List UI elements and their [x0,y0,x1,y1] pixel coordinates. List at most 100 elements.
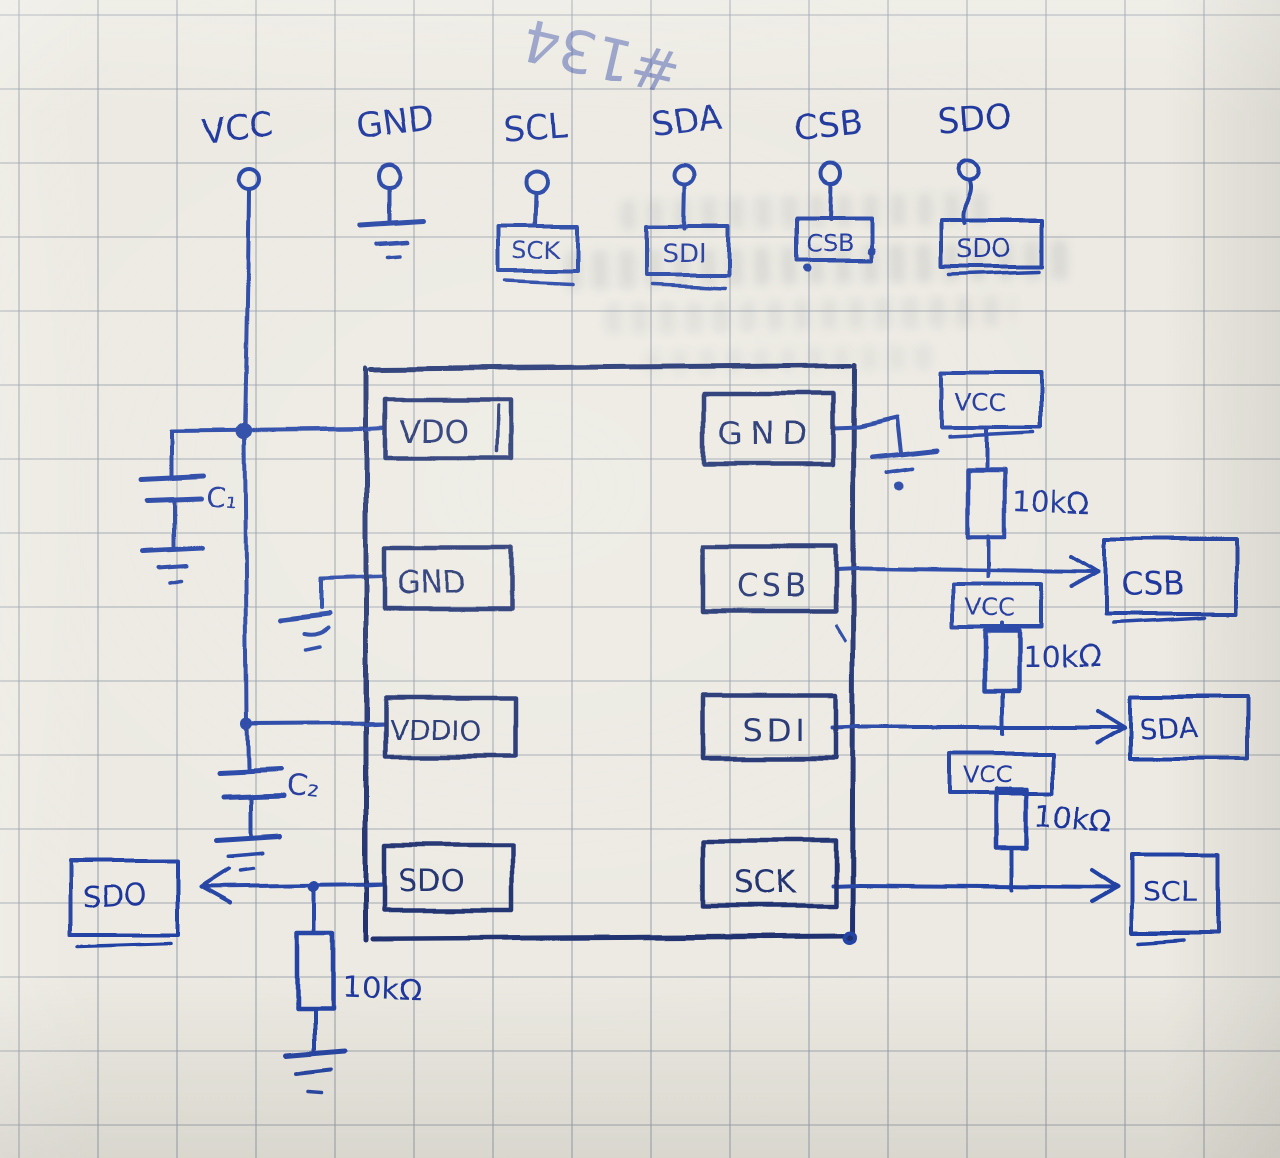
terminal-label-sda: SDA [650,98,724,145]
schematic-labels: VCC GND SCL SDA CSB SDO SCK SDI CSB SDO … [83,97,1199,1008]
vcc-rail-box [940,370,1043,429]
pin-box-vdo [382,396,515,462]
pencil-note-text: #134 [516,5,687,107]
ground-bar [157,564,188,570]
vcc-rail-label: VCC [965,593,1015,621]
resistor-body-csb-pullup [964,467,1008,540]
box-underline [947,269,1040,276]
ground-symbol [140,545,205,585]
resistor-body-sda-pullup [982,627,1022,694]
capacitor-plate [216,767,284,776]
vdo-supply-wire [170,427,368,433]
net-label-box-csb [795,216,873,262]
gnd-pin-wire [318,575,386,581]
ground-bar [283,1048,347,1059]
stray-mark [867,247,875,255]
pin-stub [364,427,387,432]
resistor-value-sda: 10kΩ [1023,640,1101,675]
capacitor-label-c1: C₁ [204,479,238,515]
pin-box-vddio [382,694,519,760]
pin-box-sdo-left [382,842,515,913]
pin-stub [831,425,861,430]
net-label-box-csb-out [1103,537,1238,616]
sdo-terminal-circle [957,158,981,182]
capacitor-c2 [216,767,286,836]
net-box-label-sdo: SDO [956,233,1011,262]
pin-label-sdo-left: SDO [399,864,465,899]
pin-label-gnd-left: GND [397,566,466,601]
box-underline [948,430,1036,438]
pin-stub [364,883,387,888]
ground-bar [870,447,940,460]
capacitor-plate [220,793,286,801]
ic-body-outline [363,361,857,943]
resistor-body-sdo-pulldown [294,930,336,1012]
vcc-rail-box [951,583,1043,628]
ground-symbol [358,217,426,259]
ic-pin-boxes [382,390,839,913]
ground-bar [302,627,330,638]
csb-terminal-circle [819,162,843,186]
scl-terminal-wire [533,191,538,229]
box-underline [1111,616,1206,625]
terminal-label-vcc: VCC [200,105,275,152]
pin-box-gnd-left [382,544,515,612]
stray-mark [803,264,811,272]
ground-bar [277,612,331,624]
ic-edge-top [368,362,853,372]
vcc-rail-wire [243,188,251,770]
vcc-rail-label: VCC [963,761,1013,789]
ground-symbol [870,447,940,492]
ground-bar [295,1068,334,1076]
ground-symbol [277,612,331,653]
net-label-box-scl-out [1130,852,1220,935]
net-label-box-sck [497,225,579,273]
sda-terminal-circle [674,162,698,186]
pin-box-sdi [700,692,839,761]
net-label-box-sdo-out [68,859,180,937]
pin-label-sdi: SDI [743,713,808,749]
pin-label-sck: SCK [734,864,796,900]
net-label-box-sdo [939,219,1043,268]
box-underline [651,283,728,290]
terminal-label-csb: CSB [793,102,865,149]
junction-dot [843,931,857,945]
pin-stub [364,720,387,725]
schematic-linework [68,158,1250,1095]
resistor-value-sdo: 10kΩ [343,970,423,1008]
box-underline [76,942,172,949]
csb-terminal-wire [828,182,833,221]
output-net-label-scl: SCL [1143,875,1196,908]
box-underline [503,279,574,286]
ground-bar [304,646,322,653]
pin-label-gnd-right: GND [718,414,815,452]
vddio-supply-wire [246,720,386,725]
stray-mark [834,624,847,643]
ground-bar [214,833,284,843]
pin-label-vddio: VDDIO [391,716,480,747]
gnd-terminal-circle [377,164,403,190]
csb-net-wire [857,567,1098,574]
pin-box-sck [700,838,839,909]
ground-bar [358,217,426,227]
box-underline [1137,938,1186,945]
net-box-label-csb: CSB [806,229,854,257]
sda-terminal-wire [683,182,688,231]
net-box-label-sdi: SDI [662,239,706,269]
scl-net-wire [857,883,1118,889]
vcc-terminal-circle [237,167,261,191]
arrow-left-icon [199,867,232,905]
pin-label-vdo: VDO [399,415,468,451]
resistor-body-scl-pullup [993,785,1030,852]
ground-symbol [214,833,284,873]
ground-bar [140,545,205,554]
ground-bar [886,467,915,475]
gnd-right-drop [895,416,903,454]
output-net-label-csb: CSB [1122,566,1185,602]
net-box-label-sck: SCK [511,236,561,265]
resistor-value-scl: 10kΩ [1033,800,1113,839]
pin-box-gnd-right [701,390,836,467]
sdo-terminal-wire [960,178,973,226]
pin-label-csb: CSB [736,568,811,604]
arrow-right-icon [1095,709,1126,745]
